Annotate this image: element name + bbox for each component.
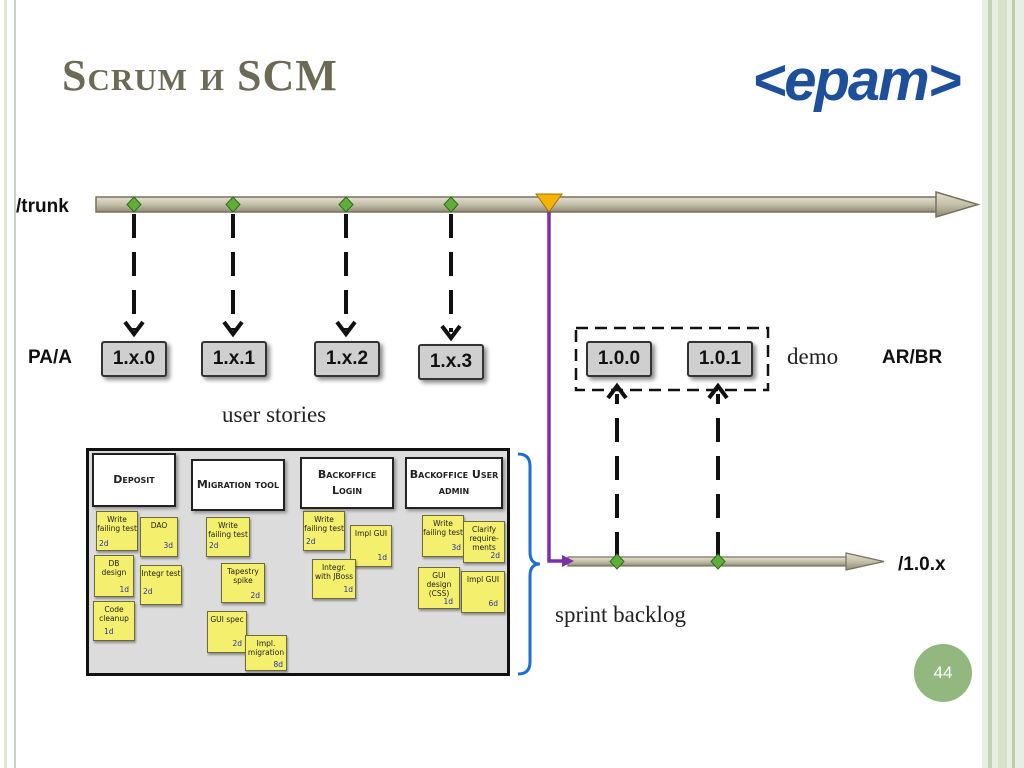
version-tag: 1.x.1 — [201, 341, 267, 377]
task-estimate: 2d — [306, 537, 316, 546]
task-note-text: Impl. migration — [247, 639, 285, 657]
task-estimate: 2d — [99, 539, 109, 548]
board-brace — [517, 452, 541, 676]
green-diamond-icon — [225, 196, 241, 213]
right-frame-border — [982, 0, 1024, 768]
release-arrow — [707, 382, 729, 556]
task-note: DB design 1d — [94, 555, 134, 597]
task-estimate: 2d — [232, 639, 242, 648]
user-stories-label: user stories — [222, 402, 327, 427]
task-note: Impl GUI 6d — [461, 571, 505, 613]
release-tag: 1.0.0 — [586, 341, 652, 377]
task-estimate: 3d — [163, 541, 173, 550]
green-diamond-icon — [126, 196, 142, 213]
task-note-text: Integr test — [141, 569, 181, 578]
story-card: Backoffice User admin — [405, 457, 503, 509]
task-note-text: Write failing test — [208, 521, 248, 539]
task-note-text: GUI design (CSS) — [426, 571, 452, 598]
slide-title: Scrum и SCM — [62, 51, 338, 100]
right-frame-stripe — [998, 0, 1007, 768]
task-estimate: 2d — [209, 541, 219, 550]
task-estimate: 2d — [250, 591, 260, 600]
task-estimate: 2d — [143, 587, 153, 596]
release-tag: 1.0.1 — [687, 341, 753, 377]
left-frame-stripe — [4, 0, 7, 768]
scrum-board: Deposit Migration tool Backoffice Login … — [86, 448, 510, 676]
task-estimate: 2d — [490, 551, 500, 560]
task-note: Write failing test 2d — [96, 511, 138, 551]
task-note: Integr. with JBoss 1d — [312, 559, 356, 599]
tag-arrow — [123, 214, 145, 338]
task-note: Impl. migration 8d — [245, 635, 287, 671]
green-diamond-icon — [338, 196, 354, 213]
task-note-text: Write failing test — [423, 519, 463, 537]
task-note: DAO 3d — [140, 517, 178, 557]
task-note: Write failing test 2d — [303, 511, 345, 551]
release-arrow — [606, 382, 628, 556]
task-estimate: 3d — [451, 543, 461, 552]
demo-box — [574, 326, 770, 392]
right-frame-stripe — [988, 0, 992, 768]
task-note: Integr test 2d — [140, 565, 182, 605]
version-tag: 1.x.3 — [418, 344, 484, 380]
tag-arrow — [335, 214, 357, 338]
task-note: GUI spec 2d — [207, 611, 247, 653]
task-note-text: Code cleanup — [99, 605, 129, 623]
task-note: Write failing test 2d — [206, 517, 250, 557]
task-estimate: 1d — [104, 627, 114, 636]
green-diamond-icon — [710, 553, 726, 570]
green-diamond-icon — [609, 553, 625, 570]
task-note: Impl GUI 1d — [350, 525, 392, 567]
page-number-badge: 44 — [914, 644, 972, 702]
task-note-text: Write failing test — [304, 515, 344, 533]
trunk-label: /trunk — [16, 196, 69, 217]
task-note-text: Clarify require-ments — [469, 525, 499, 552]
left-frame-border — [0, 0, 16, 768]
task-note-text: DB design — [101, 559, 127, 577]
demo-label: demo — [787, 344, 839, 369]
task-estimate: 1d — [377, 553, 387, 562]
tag-arrow — [222, 214, 244, 338]
sprint-backlog-label: sprint backlog — [555, 602, 686, 627]
story-card: Backoffice Login — [300, 457, 394, 509]
green-diamond-icon — [443, 196, 459, 213]
branch-connector — [547, 208, 574, 567]
pa-label: PA/A — [28, 347, 72, 368]
branch-label: /1.0.x — [898, 554, 946, 575]
tag-arrow — [440, 214, 462, 342]
version-tag: 1.x.2 — [314, 341, 380, 377]
task-estimate: 6d — [488, 599, 498, 608]
task-note: GUI design (CSS)1d — [418, 567, 460, 609]
story-card: Migration tool — [191, 459, 285, 511]
task-estimate: 8d — [273, 660, 283, 669]
task-note: Code cleanup 1d — [93, 601, 135, 641]
task-note: Write failing test 3d — [422, 515, 464, 557]
epam-logo: <epam> — [752, 52, 962, 113]
version-tag: 1.x.0 — [101, 341, 167, 377]
task-note-text: Write failing test — [97, 515, 137, 533]
task-estimate: 1d — [343, 585, 353, 594]
task-note: Tapestry spike 2d — [221, 563, 265, 603]
ar-label: AR/BR — [882, 347, 943, 368]
task-note-text: GUI spec — [210, 615, 244, 624]
task-note-text: Integr. with JBoss — [314, 563, 354, 581]
task-note-text: Tapestry spike — [227, 567, 259, 585]
right-frame-stripe — [1012, 0, 1015, 768]
trunk-line — [95, 190, 981, 219]
task-note-text: Impl GUI — [466, 575, 500, 584]
task-note-text: Impl GUI — [354, 529, 388, 538]
story-card: Deposit — [92, 453, 176, 507]
task-estimate: 1d — [119, 585, 129, 594]
logo-text: <epam> — [752, 52, 960, 113]
task-estimate: 1d — [443, 597, 453, 606]
yellow-triangle-icon — [535, 193, 563, 213]
task-note-text: DAO — [150, 521, 168, 530]
